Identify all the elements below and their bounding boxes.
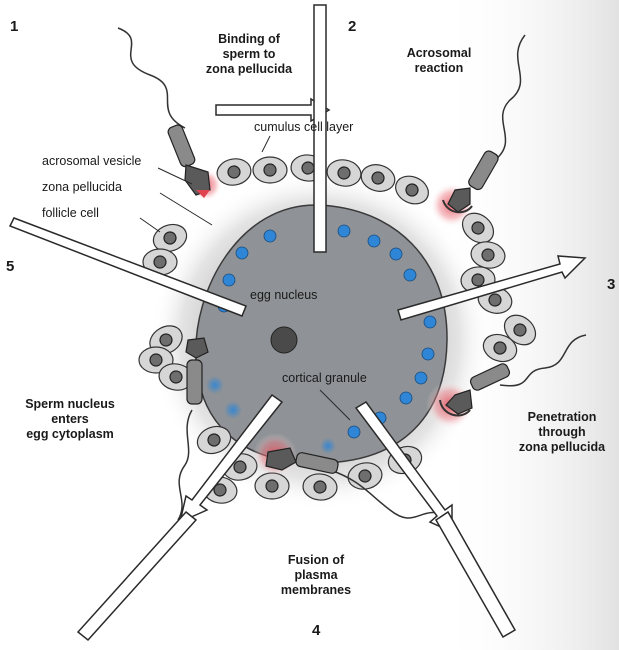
arrow-stage-1 xyxy=(216,99,329,121)
label-cumulus-cell-layer: cumulus cell layer xyxy=(254,120,353,135)
cortical-granule xyxy=(368,235,380,247)
stage-number-4: 4 xyxy=(312,622,320,639)
caption-line: Sperm nucleus xyxy=(14,397,126,412)
stage-number-5: 5 xyxy=(6,258,14,275)
caption-line: sperm to xyxy=(194,47,304,62)
cortical-granule xyxy=(415,372,427,384)
stage-number-3: 3 xyxy=(607,276,615,293)
stage-caption-4: Fusion of plasma membranes xyxy=(266,553,366,598)
cortical-granule xyxy=(348,426,360,438)
cumulus-cell xyxy=(255,473,289,499)
cortical-granule xyxy=(390,248,402,260)
egg-nucleus xyxy=(271,327,297,353)
caption-line: Fusion of xyxy=(266,553,366,568)
label-acrosomal-vesicle: acrosomal vesicle xyxy=(42,154,141,169)
label-zona-pellucida: zona pellucida xyxy=(42,180,122,195)
cortical-granule xyxy=(400,392,412,404)
caption-line: zona pellucida xyxy=(194,62,304,77)
caption-line: reaction xyxy=(396,61,482,76)
arrow-stage-5-tail xyxy=(78,512,196,640)
penetration-caption: Penetration through zona pellucida xyxy=(510,410,614,455)
cortical-granule xyxy=(264,230,276,242)
cortical-granule xyxy=(338,225,350,237)
stage-number-2: 2 xyxy=(348,18,356,35)
caption-line: Binding of xyxy=(194,32,304,47)
caption-line: plasma xyxy=(266,568,366,583)
caption-line: Penetration xyxy=(510,410,614,425)
stage-caption-5: Sperm nucleus enters egg cytoplasm xyxy=(14,397,126,442)
caption-line: egg cytoplasm xyxy=(14,427,126,442)
cortical-granule xyxy=(422,348,434,360)
label-egg-nucleus: egg nucleus xyxy=(250,288,317,302)
released-granule xyxy=(224,401,242,419)
caption-line: through xyxy=(510,425,614,440)
cortical-granule xyxy=(223,274,235,286)
released-granule xyxy=(206,376,224,394)
label-follicle-cell: follicle cell xyxy=(42,206,99,221)
stage-number-1: 1 xyxy=(10,18,18,35)
stage-caption-3: Acrosomal reaction xyxy=(396,46,482,76)
caption-line: enters xyxy=(14,412,126,427)
released-granule xyxy=(320,438,336,454)
label-cortical-granule: cortical granule xyxy=(282,371,367,385)
cortical-granule xyxy=(424,316,436,328)
cumulus-cell xyxy=(253,157,287,183)
caption-line: Acrosomal xyxy=(396,46,482,61)
caption-line: membranes xyxy=(266,583,366,598)
caption-line: zona pellucida xyxy=(510,440,614,455)
cortical-granule xyxy=(236,247,248,259)
cortical-granule xyxy=(404,269,416,281)
stage-caption-2: Binding of sperm to zona pellucida xyxy=(194,32,304,77)
